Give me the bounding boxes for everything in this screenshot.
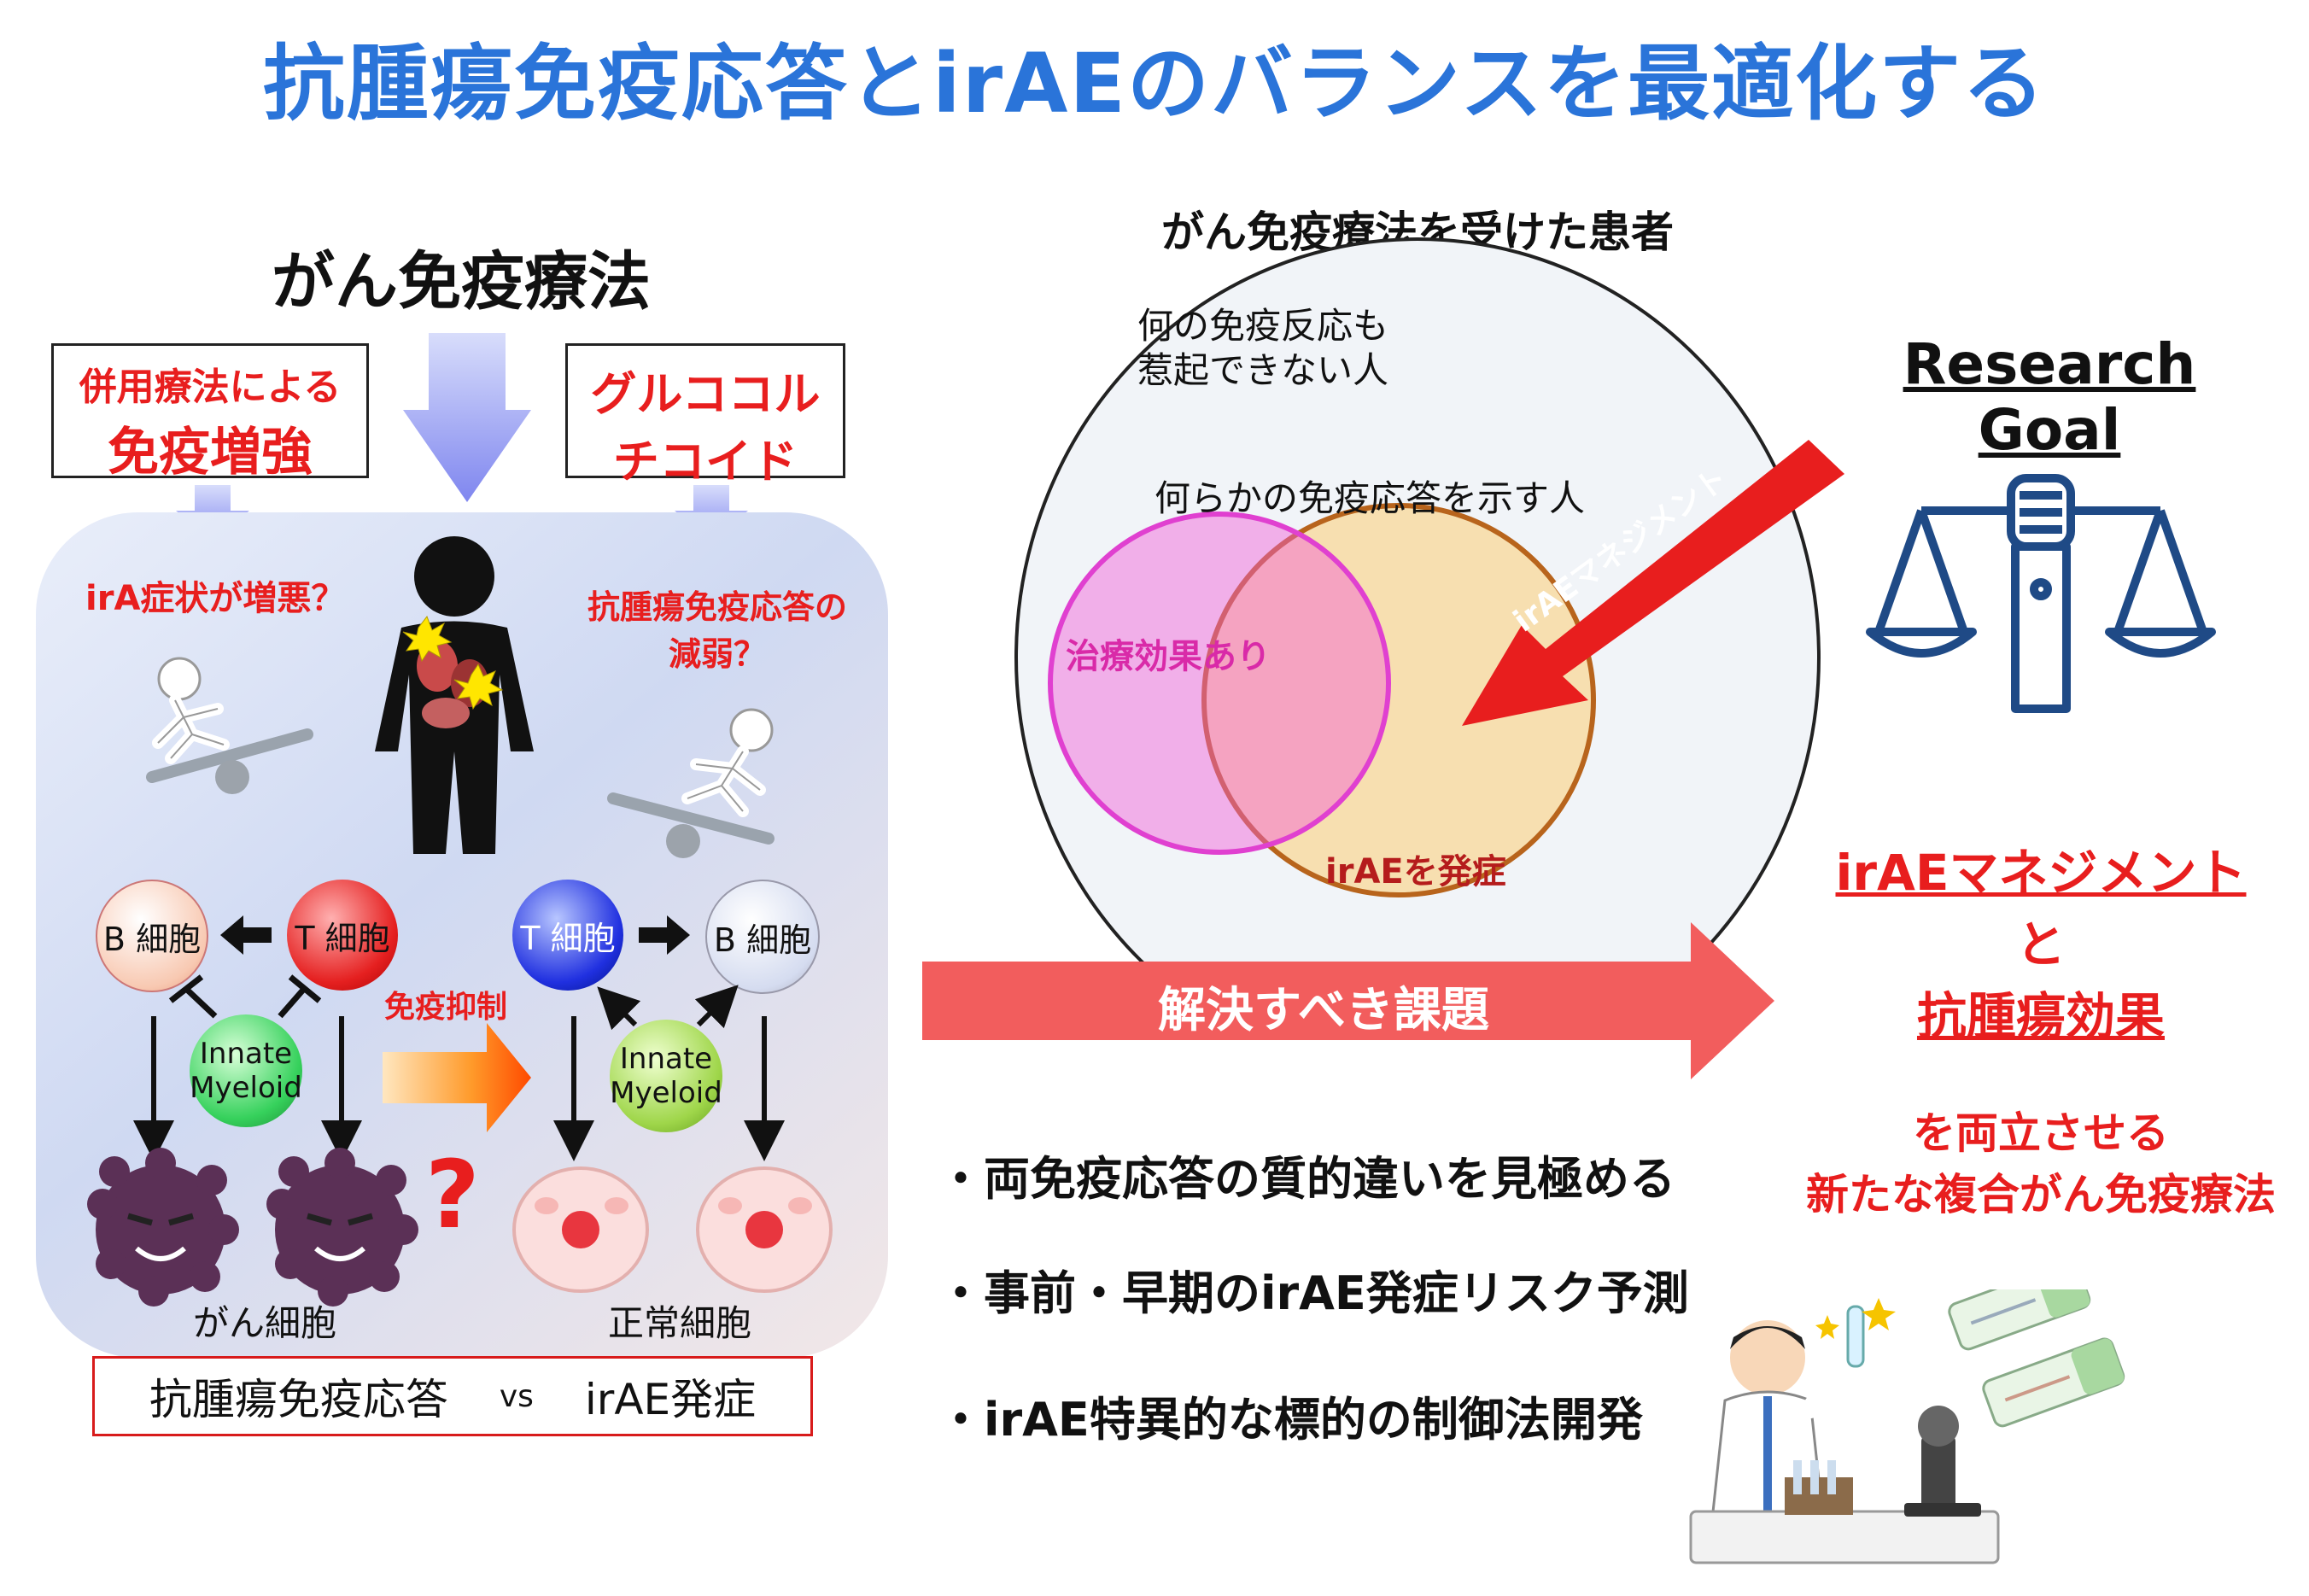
- issues-arrow-label: 解決すべき課題: [1157, 983, 1490, 1038]
- issues-arrow: [922, 922, 1774, 1079]
- gluco-line2: チコイド: [613, 435, 798, 488]
- gluco-line1: グルココル: [590, 367, 821, 421]
- venn-therapy-circle: [1048, 512, 1391, 855]
- t-cell-right: T 細胞: [512, 880, 623, 991]
- combo-line1: 併用療法による: [79, 365, 342, 409]
- irae-worsen-question: irA症状が増悪？: [85, 579, 346, 618]
- inhibition-lines-left: [168, 974, 322, 1019]
- goal-line4: を両立させる: [1913, 1108, 2169, 1158]
- normal-cell-icon: [512, 1166, 649, 1293]
- cancer-cell-icon: [87, 1148, 239, 1307]
- innate-right-line2: Myeloid: [610, 1076, 722, 1110]
- patient-figure-icon: [375, 536, 534, 854]
- b-cell-left-label: B 細胞: [102, 920, 202, 958]
- some-response-label: 何らかの免疫応答を示す人: [1154, 477, 1586, 519]
- antitumor-response-label: 抗腫瘍免疫応答: [149, 1375, 448, 1424]
- innate-right-line1: Innate: [619, 1042, 713, 1076]
- combo-therapy-box: 併用療法による 免疫増強: [51, 343, 369, 482]
- activation-arrows-right: [597, 985, 739, 1031]
- goal-line2: と: [2015, 915, 2066, 973]
- t-cell-left: T 細胞: [287, 880, 398, 991]
- antitumor-weaken-question: 抗腫瘍免疫応答の 減弱？: [555, 581, 880, 675]
- no-response-line1: 何の免疫反応も: [1137, 305, 1389, 347]
- cancer-cells-label: がん細胞: [192, 1302, 336, 1344]
- no-response-label: 何の免疫反応も 惹起できない人: [1137, 304, 1388, 393]
- issue-bullet-3: ・irAE特異的な標的の制御法開発: [938, 1393, 1643, 1447]
- vs-label: vs: [499, 1378, 534, 1414]
- down-arrows-to-cells: [133, 1016, 785, 1161]
- irae-management-arrow: [1462, 440, 1844, 726]
- venn-irae-circle: [1201, 503, 1596, 897]
- issue-bullet-1: ・両免疫応答の質的違いを見極める: [938, 1152, 1675, 1206]
- normal-cells-label: 正常細胞: [607, 1302, 751, 1344]
- seesaw-left-icon: [146, 657, 313, 794]
- innate-left-line1: Innate: [199, 1037, 293, 1071]
- t-to-b-right-arrow: [639, 915, 690, 955]
- cell-interaction-arrows: [87, 915, 833, 1307]
- suppression-label: 免疫抑制: [384, 990, 508, 1025]
- scientist-illustration-icon: [1689, 1289, 2125, 1564]
- b-cell-left: B 細胞: [96, 880, 208, 992]
- response-vs-box: 抗腫瘍免疫応答 vs irAE発症: [92, 1356, 813, 1436]
- question-mark: ?: [425, 1140, 480, 1249]
- innate-left-line2: Myeloid: [190, 1071, 302, 1105]
- balance-scale-icon: [1866, 474, 2216, 713]
- antitumor-q-line1: 抗腫瘍免疫応答の: [587, 588, 847, 626]
- b-cell-right: B 細胞: [705, 880, 820, 994]
- glucocorticoid-box: グルココル チコイド: [565, 343, 845, 488]
- combo-line2: 免疫増強: [108, 423, 313, 482]
- antitumor-q-line2: 減弱？: [668, 635, 766, 673]
- cancer-cell-icon: [266, 1148, 418, 1307]
- therapy-effect-label: 治療効果あり: [1066, 637, 1271, 676]
- t-cell-right-label: T 細胞: [520, 919, 616, 957]
- venn-diagram: [1014, 237, 1844, 1025]
- irae-onset-label: irAE発症: [584, 1375, 757, 1424]
- main-down-arrow: [403, 333, 531, 502]
- no-response-line2: 惹起できない人: [1137, 349, 1389, 391]
- suppression-arrow: [383, 1023, 531, 1132]
- issue-bullet-2: ・事前・早期のirAE発症リスク予測: [938, 1266, 1689, 1320]
- research-goal-title: Research Goal: [1903, 331, 2196, 463]
- goal-line3: 抗腫瘍効果: [1916, 987, 2165, 1045]
- panel-illustrations: [146, 536, 775, 858]
- left-heading: がん免疫療法: [272, 245, 651, 319]
- t-to-b-left-arrow: [220, 915, 272, 955]
- goal-line5: 新たな複合がん免疫療法: [1806, 1170, 2276, 1219]
- normal-cell-icon: [696, 1166, 833, 1293]
- t-cell-left-label: T 細胞: [295, 919, 390, 957]
- seesaw-right-icon: [607, 708, 775, 858]
- goal-statement: irAEマネジメント と 抗腫瘍効果 を両立させる 新たな複合がん免疫療法: [1785, 833, 2297, 1222]
- irae-onset-venn-label: irAEを発症: [1325, 852, 1506, 892]
- page-title: 抗腫瘍免疫応答とirAEのバランスを最適化する: [262, 36, 2047, 132]
- goal-line1: irAEマネジメント: [1835, 844, 2247, 902]
- b-cell-right-label: B 細胞: [713, 921, 812, 959]
